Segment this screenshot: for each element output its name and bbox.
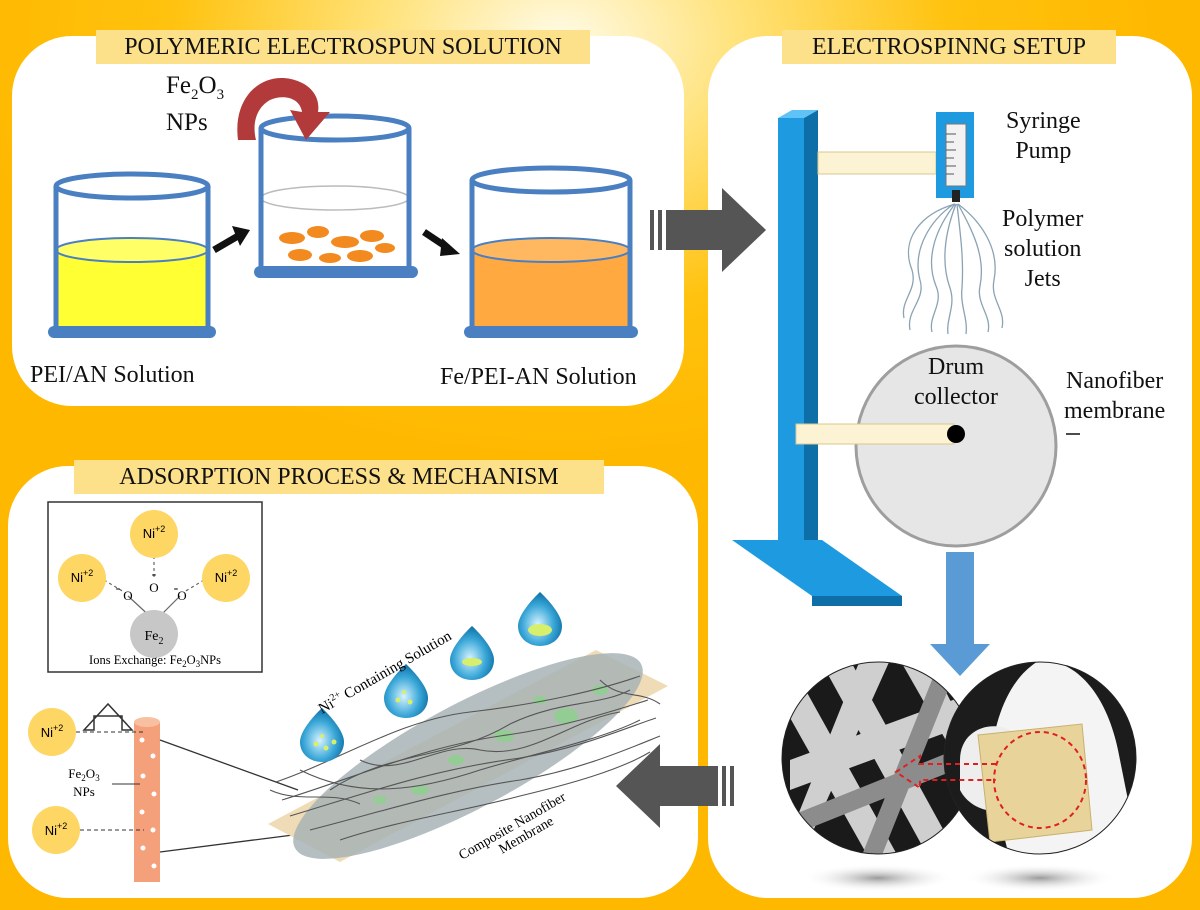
mech-minus-right: -: [174, 581, 179, 596]
drop-1: [300, 708, 344, 762]
drop-2: [384, 664, 428, 718]
beaker-pei-an: [48, 171, 216, 338]
membrane-label-line2: membrane: [1064, 398, 1166, 424]
polymer-jets-label: Polymer solution Jets: [1002, 204, 1083, 294]
hollow-up-arrow: [82, 702, 134, 731]
syringe-pump: [936, 112, 974, 202]
mech-ni-ion-right: [202, 554, 250, 602]
mech-fe-center: [130, 610, 178, 658]
jets-label-line2: solution: [1003, 236, 1082, 262]
drum-collector: [795, 344, 1058, 548]
drum-label-line2: collector: [914, 384, 998, 410]
mech-ni-top-label: Ni+2: [143, 524, 166, 541]
jets-label-line1: Polymer: [1002, 206, 1084, 232]
arrow-setup-to-adsorption: [616, 744, 734, 828]
fiber-ni-top-label: Ni+2: [41, 723, 64, 740]
photo-frame: [943, 661, 1137, 855]
zoom-line-top: [159, 739, 299, 791]
drum-label-line1: Drum: [928, 354, 984, 380]
mech-oxygen-right: O: [177, 588, 186, 603]
electrospinning-stand: [732, 110, 937, 606]
np-label-sub3: 3: [216, 87, 225, 103]
fe-pei-an-solution-label: Fe/PEI-AN Solution: [440, 364, 637, 390]
np-label-o: O: [198, 72, 217, 99]
np-label-fe: Fe: [166, 72, 191, 99]
mech-ni-left-label: Ni+2: [71, 568, 94, 585]
membrane-photo: [944, 662, 1136, 854]
ions-exchange-caption: Ions Exchange: Fe2O3NPs: [89, 653, 221, 669]
arrow-step-2: [422, 229, 460, 256]
fiber-np-label-2: NPs: [73, 784, 95, 799]
np-label-sub2: 2: [191, 87, 199, 103]
mech-fe-label: Fe2: [145, 629, 164, 647]
arrow-solution-to-setup: [650, 188, 766, 272]
nanofiber-membrane-label: Nanofiber membrane: [1064, 366, 1165, 426]
beaker-np-mixing: [254, 113, 418, 278]
jets-label-line3: Jets: [1024, 266, 1061, 292]
pei-an-solution-label: PEI/AN Solution: [30, 362, 195, 388]
mech-minus-top: -: [152, 567, 157, 582]
sem-shadow-left: [802, 864, 954, 892]
fiber-ni-bottom-label: Ni+2: [45, 821, 68, 838]
solution-panel: [12, 36, 684, 406]
mech-ni-right-label: Ni+2: [215, 568, 238, 585]
np-addition-arrow: [237, 78, 330, 140]
composite-fiber: [134, 717, 160, 882]
arrow-step-1: [212, 226, 250, 254]
adsorption-panel-title: ADSORPTION PROCESS & MECHANISM: [74, 460, 604, 494]
fiber-ni-ion-top: [28, 708, 76, 756]
polymer-jets: [902, 203, 1004, 335]
arrow-drum-to-sem: [930, 552, 990, 676]
fe2o3-nanoparticles: [279, 226, 395, 263]
fe2o3-np-label: Fe2O3 NPs: [166, 72, 224, 137]
syringe-pump-label: Syringe Pump: [1006, 106, 1081, 166]
fiber-ni-ion-bottom: [32, 806, 80, 854]
syringe-label-line2: Pump: [1015, 138, 1072, 164]
mech-oxygen-top: O: [149, 580, 158, 595]
np-label-nps: NPs: [166, 109, 208, 136]
mech-ni-ion-top: [130, 510, 178, 558]
syringe-label-line1: Syringe: [1006, 108, 1081, 134]
mech-ni-ion-left: [58, 554, 106, 602]
drop-4: [518, 592, 562, 646]
setup-panel-title: ELECTROSPINNG SETUP: [782, 30, 1116, 64]
sem-shadow-right: [964, 864, 1116, 892]
membrane-label-line1: Nanofiber: [1066, 368, 1164, 394]
solution-drops: [300, 592, 562, 762]
drum-collector-label: Drum collector: [892, 352, 1020, 412]
beaker-fe-pei-an: [464, 165, 638, 338]
solution-panel-title: POLYMERIC ELECTROSPUN SOLUTION: [96, 30, 590, 64]
drop-3: [450, 626, 494, 680]
fiber-np-label-1: Fe2O3: [68, 766, 100, 783]
mech-oxygen-left: O: [123, 588, 132, 603]
mech-minus-left: -: [116, 581, 121, 596]
zoom-arrow: [894, 754, 996, 790]
